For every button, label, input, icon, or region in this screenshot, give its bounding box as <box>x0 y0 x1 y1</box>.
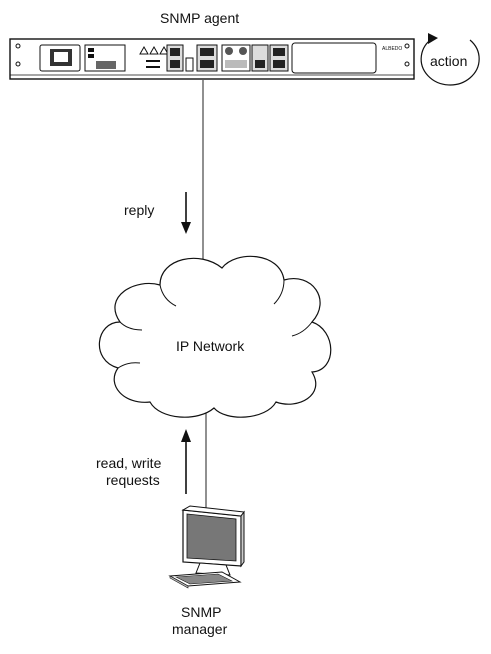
ip-network-label: IP Network <box>176 338 245 354</box>
agent-brand-text: ALBEDO <box>382 46 402 52</box>
action-cycle-arrow <box>420 33 480 86</box>
snmp-agent-device: ALBEDO <box>9 38 415 80</box>
requests-label-line2: requests <box>106 472 160 488</box>
reply-arrow <box>181 192 191 234</box>
reply-label: reply <box>124 202 155 218</box>
snmp-manager-label-line2: manager <box>172 621 228 637</box>
ip-network-cloud <box>98 255 332 418</box>
snmp-manager-label-line1: SNMP <box>181 604 222 620</box>
snmp-agent-label: SNMP agent <box>160 10 240 26</box>
requests-label-line1: read, write <box>96 455 162 471</box>
requests-arrow <box>181 429 191 494</box>
snmp-manager-computer <box>168 505 245 589</box>
action-label: action <box>430 53 468 69</box>
